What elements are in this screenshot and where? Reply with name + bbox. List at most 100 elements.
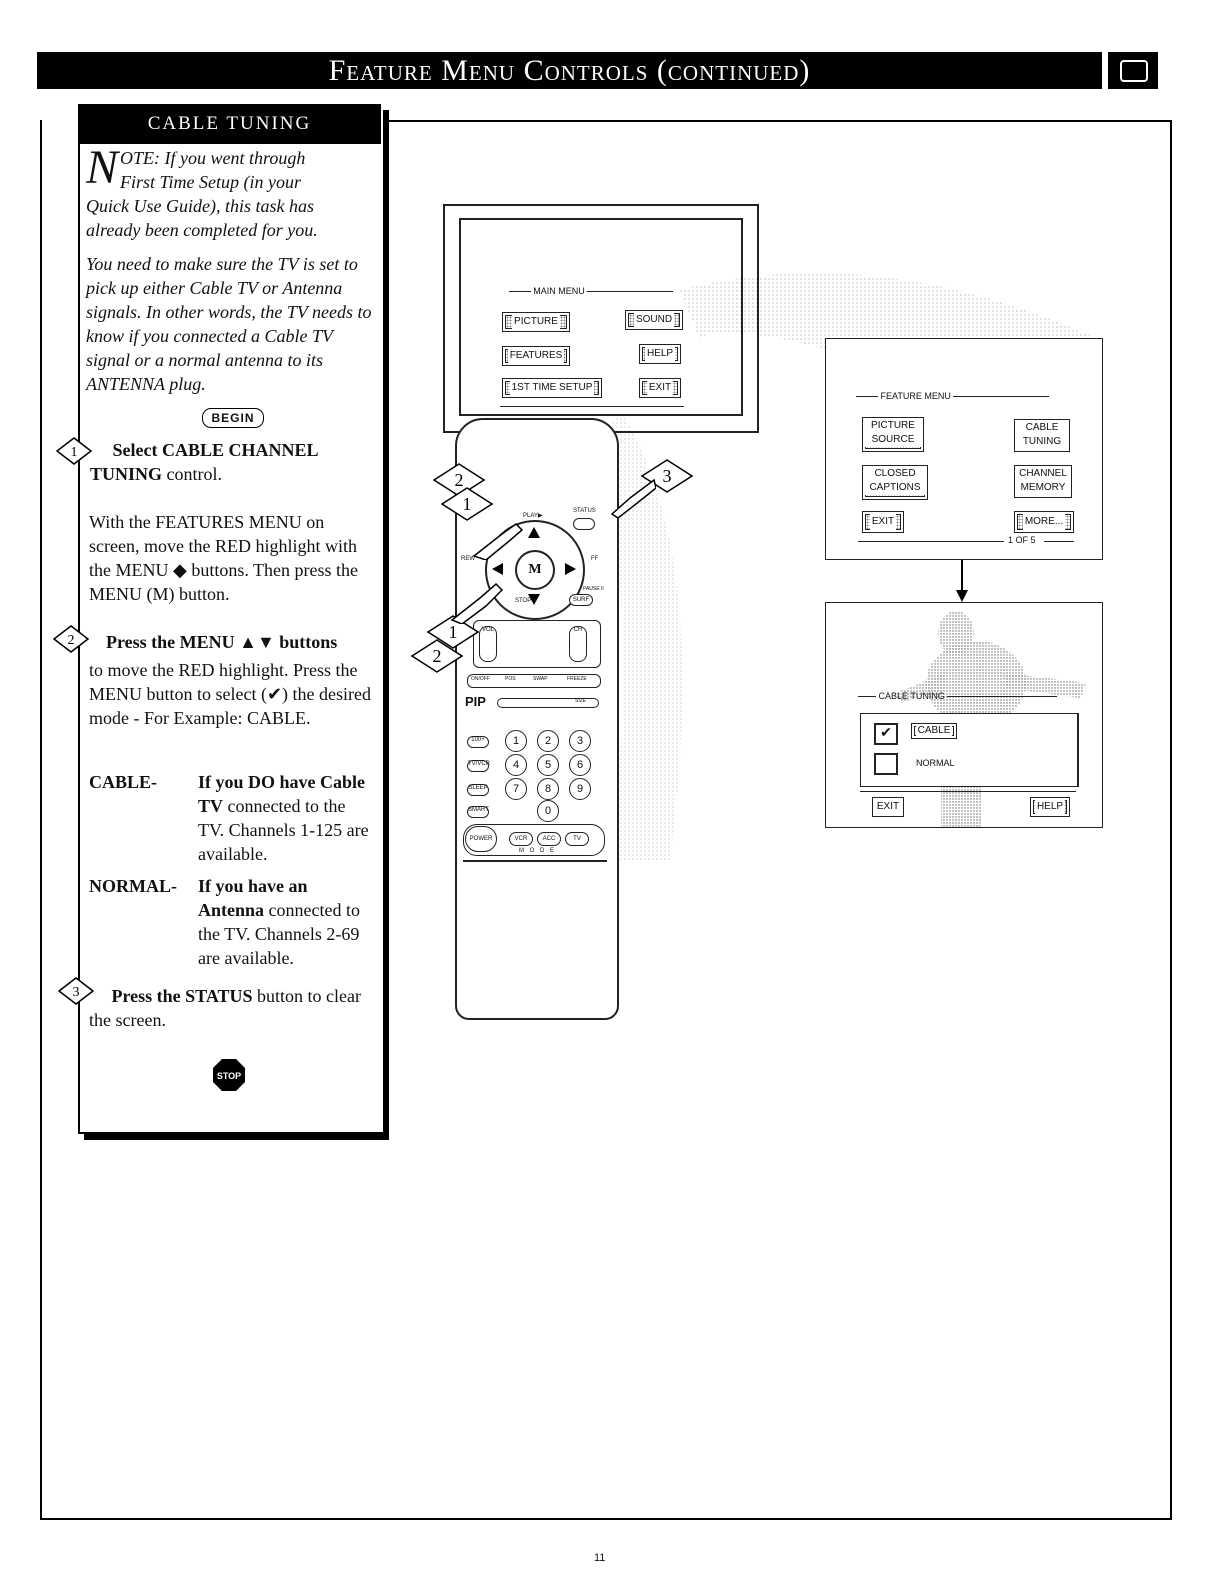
cable-tuning-exit-button[interactable]: EXIT: [872, 797, 904, 817]
feature-more-button[interactable]: MORE...: [1014, 511, 1074, 533]
feature-cable-tuning-button[interactable]: CABLE TUNING: [1014, 419, 1070, 452]
note-line-2: First Time Setup (in your: [120, 172, 302, 192]
rew-label: REW: [461, 556, 475, 562]
num-1-button[interactable]: 1: [505, 730, 527, 752]
option-cable-desc-rest: connected to the TV. Channels 1-125 are …: [198, 796, 369, 864]
menu-features-button[interactable]: FEATURES: [502, 346, 570, 366]
step-1-heading-bold: Select CABLE CHANNEL TUNING: [90, 440, 318, 484]
tvvcr-button[interactable]: TV/VCR: [467, 760, 490, 772]
num-2-button[interactable]: 2: [537, 730, 559, 752]
option-cable-desc-bold: If you DO have Cable TV: [198, 772, 366, 816]
feature-page-indicator: 1 OF 5: [1008, 535, 1036, 545]
vol-rocker[interactable]: VOL: [479, 626, 497, 662]
frame-divider: [380, 120, 1170, 122]
status-label: STATUS: [573, 508, 596, 514]
menu-picture-button[interactable]: PICTURE: [502, 312, 570, 332]
normal-option-label: NORMAL: [916, 758, 955, 768]
num-3-button[interactable]: 3: [569, 730, 591, 752]
svg-text:3: 3: [663, 466, 672, 486]
ch-rocker[interactable]: CH: [569, 626, 587, 662]
num-9-button[interactable]: 9: [569, 778, 591, 800]
menu-m-button[interactable]: M: [515, 550, 555, 590]
tv-icon: [1108, 52, 1158, 89]
tv-mode-button[interactable]: TV: [565, 832, 589, 846]
swap-label: SWAP: [533, 676, 548, 682]
feature-menu-title: FEATURE MENU: [856, 391, 1080, 401]
note-line-1: OTE: If you went through: [120, 148, 306, 168]
left-arrow-icon[interactable]: [491, 562, 505, 581]
pip-size-button[interactable]: [497, 698, 599, 708]
begin-badge: BEGIN: [202, 408, 264, 428]
option-normal-desc: If you have an Antenna connected to the …: [198, 874, 373, 970]
pointing-hand-icon: [472, 520, 532, 565]
normal-checkbox[interactable]: [874, 753, 898, 775]
step-1-marker: 1: [55, 436, 93, 474]
onoff-label: ON/OFF: [471, 676, 490, 682]
feature-picture-source-button[interactable]: PICTURE SOURCE: [862, 417, 924, 452]
step-2-heading: Press the MENU ▲▼ buttons: [106, 632, 338, 652]
cable-checkbox[interactable]: ✔: [874, 723, 898, 745]
light-beam-graphic: [560, 250, 1120, 875]
pos-label: POS: [505, 676, 516, 682]
step-2-marker: 2: [52, 624, 90, 662]
size-label: SIZE: [575, 698, 587, 704]
callout-1-top: 1: [440, 486, 494, 527]
svg-text:1: 1: [463, 494, 472, 514]
right-arrow-icon[interactable]: [563, 562, 577, 581]
menu-first-time-setup-button[interactable]: 1ST TIME SETUP: [502, 378, 602, 398]
feature-channel-memory-button[interactable]: CHANNEL MEMORY: [1014, 465, 1072, 498]
power-button[interactable]: POWER: [465, 826, 497, 852]
svg-text:3: 3: [73, 985, 80, 1000]
down-arrow-icon: [955, 560, 969, 607]
option-normal-desc-rest: connected to the TV. Channels 2-69 are a…: [198, 900, 360, 968]
num-4-button[interactable]: 4: [505, 754, 527, 776]
menu-exit-button[interactable]: EXIT: [639, 378, 681, 398]
note-initial: N: [86, 141, 119, 194]
up-arrow-icon[interactable]: [527, 526, 541, 545]
intro-text: You need to make sure the TV is set to p…: [86, 254, 372, 394]
option-normal-desc-bold: If you have an Antenna: [198, 876, 308, 920]
num-6-button[interactable]: 6: [569, 754, 591, 776]
vcr-mode-button[interactable]: VCR: [509, 832, 533, 846]
pause-label: PAUSE II: [583, 586, 604, 592]
down-arrow-button-icon[interactable]: [527, 592, 541, 611]
num-0-button[interactable]: 0: [537, 800, 559, 822]
freeze-label: FREEZE: [567, 676, 587, 682]
option-normal-term: NORMAL-: [89, 876, 177, 896]
note-rest: Quick Use Guide), this task has already …: [86, 196, 318, 240]
feature-menu-screen: FEATURE MENU PICTURE SOURCE CABLE TUNING…: [825, 338, 1103, 560]
svg-text:1: 1: [449, 622, 458, 642]
step-3-heading-rest: button to clear the screen.: [89, 986, 361, 1030]
status-button[interactable]: [573, 518, 595, 530]
step-1-heading: Select CABLE CHANNEL TUNING control.: [90, 438, 370, 486]
smart-button[interactable]: SMART: [467, 806, 489, 818]
page-title: Feature Menu Controls (continued): [37, 52, 1102, 89]
cable-option-label[interactable]: CABLE: [911, 723, 957, 739]
svg-text:2: 2: [68, 633, 75, 648]
option-cable-desc: If you DO have Cable TV connected to the…: [198, 770, 373, 866]
svg-text:2: 2: [433, 646, 442, 666]
callout-2-top: 2: [432, 462, 486, 503]
feature-closed-captions-button[interactable]: CLOSED CAPTIONS: [862, 465, 928, 500]
dpad[interactable]: [485, 520, 585, 620]
instruction-panel: [78, 104, 383, 1134]
option-cable-term: CABLE-: [89, 772, 158, 792]
num-5-button[interactable]: 5: [537, 754, 559, 776]
mode-label: M O D E: [519, 848, 557, 854]
stop-label: STOP ■: [515, 598, 537, 604]
feature-exit-button[interactable]: EXIT: [862, 511, 904, 533]
pointing-hand-icon-status: [606, 478, 657, 523]
num-8-button[interactable]: 8: [537, 778, 559, 800]
step-3-marker: 3: [57, 976, 95, 1014]
sleep-button[interactable]: SLEEP: [467, 784, 489, 796]
hundred-button[interactable]: 100+: [467, 736, 489, 748]
num-7-button[interactable]: 7: [505, 778, 527, 800]
acc-mode-button[interactable]: ACC: [537, 832, 561, 846]
cable-tuning-title: CABLE TUNING: [858, 691, 1078, 701]
surf-button[interactable]: SURF: [569, 594, 593, 606]
menu-sound-button[interactable]: SOUND: [625, 310, 683, 330]
cable-tuning-help-button[interactable]: HELP: [1030, 797, 1070, 817]
menu-help-button[interactable]: HELP: [639, 344, 681, 364]
callout-1-bottom: 1: [426, 614, 480, 655]
pip-label: PIP: [465, 694, 486, 709]
